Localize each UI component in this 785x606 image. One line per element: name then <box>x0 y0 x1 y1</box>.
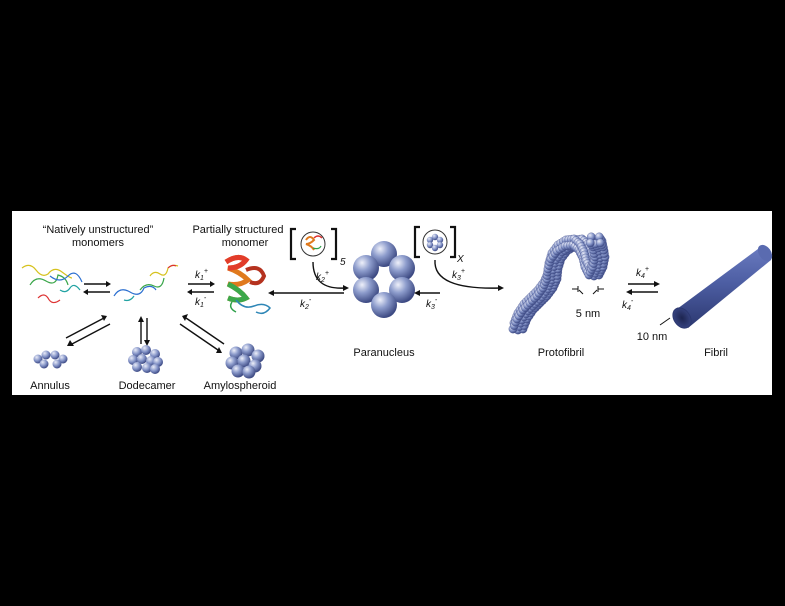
amylospheroid-label: Amylospheroid <box>204 380 277 392</box>
k1-equilibrium-arrows <box>187 281 215 295</box>
k2-plus-arrowhead <box>343 285 349 291</box>
paranucleus-bracket <box>413 225 457 259</box>
k3-plus-arrow <box>434 259 501 289</box>
bracket-x-subscript: X <box>456 254 464 265</box>
protofibril-label: Protofibril <box>538 347 584 359</box>
k3-plus-arrowhead <box>498 285 504 291</box>
ten-nm-marker <box>659 317 671 326</box>
k2-minus-label: k2- <box>300 297 312 311</box>
equilibrium-arrows-1 <box>83 281 111 295</box>
dodecamer-label: Dodecamer <box>119 380 176 392</box>
ten-nm-label: 10 nm <box>637 331 668 343</box>
unstructured-monomer-2 <box>113 264 179 302</box>
k1-plus-label: k1+ <box>195 268 208 282</box>
k4-equilibrium-arrows <box>626 281 660 295</box>
k4-minus-label: k4- <box>622 298 634 312</box>
fibril-rod <box>672 244 773 329</box>
paranucleus-label: Paranucleus <box>353 347 415 359</box>
helix-monomer <box>224 254 271 315</box>
k3-plus-label: k3+ <box>452 268 465 282</box>
annulus-equilibrium-arrows <box>65 315 111 346</box>
k1-minus-label: k1- <box>195 295 207 309</box>
protofibril-chain <box>508 232 610 335</box>
k3-minus-label: k3- <box>426 297 438 311</box>
partial-label-line1: Partially structured <box>192 224 283 236</box>
dodecamer-equilibrium-arrows <box>138 316 150 346</box>
protofibril-bead <box>595 238 605 248</box>
protofibril-bead <box>585 238 595 248</box>
k2-plus-label: k2+ <box>316 270 329 284</box>
partial-label-line2: monomer <box>222 237 269 249</box>
amylospheroid-assembly <box>225 343 265 379</box>
five-nm-label: 5 nm <box>576 308 600 320</box>
k4-plus-label: k4+ <box>636 266 649 280</box>
five-nm-marker <box>572 286 604 295</box>
k2-minus-arrowhead <box>268 290 274 296</box>
bracket-5-subscript: 5 <box>340 257 346 268</box>
paranucleus-hexamer <box>353 241 415 318</box>
amylospheroid-equilibrium-arrows <box>179 314 225 353</box>
annulus-label: Annulus <box>30 380 70 392</box>
dodecamer-assembly <box>128 345 163 374</box>
natively-label-line2: monomers <box>72 237 124 249</box>
annulus-assembly <box>33 350 68 369</box>
natively-label-line1: “Natively unstructured” <box>43 224 154 236</box>
unstructured-monomer-1 <box>21 264 83 304</box>
k2-plus-arrow <box>312 261 346 289</box>
pentamer-bracket <box>289 227 338 261</box>
fibril-label: Fibril <box>704 347 728 359</box>
k3-minus-arrowhead <box>414 290 420 296</box>
